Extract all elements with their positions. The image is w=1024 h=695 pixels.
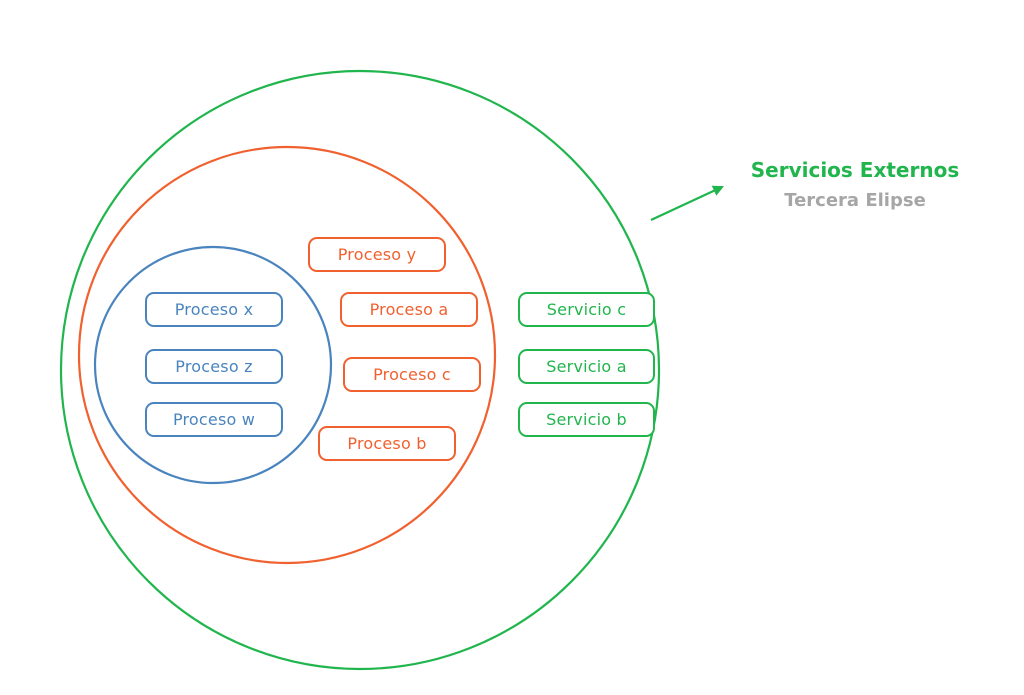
process-a-pill: Proceso a [340, 292, 478, 327]
middle-ellipse [77, 145, 497, 565]
service-c-pill: Servicio c [518, 292, 655, 327]
process-z-pill: Proceso z [145, 349, 283, 384]
process-x-pill: Proceso x [145, 292, 283, 327]
process-w-pill: Proceso w [145, 402, 283, 437]
process-b-pill: Proceso b [318, 426, 456, 461]
service-b-pill: Servicio b [518, 402, 655, 437]
label-arrow [650, 185, 724, 221]
outer-ellipse [59, 69, 661, 671]
process-y-pill: Proceso y [308, 237, 446, 272]
outer-label-title: Servicios Externos [750, 158, 960, 182]
outer-label-subtitle: Tercera Elipse [784, 190, 926, 211]
inner-ellipse [93, 245, 333, 485]
process-c-pill: Proceso c [343, 357, 481, 392]
service-a-pill: Servicio a [518, 349, 655, 384]
